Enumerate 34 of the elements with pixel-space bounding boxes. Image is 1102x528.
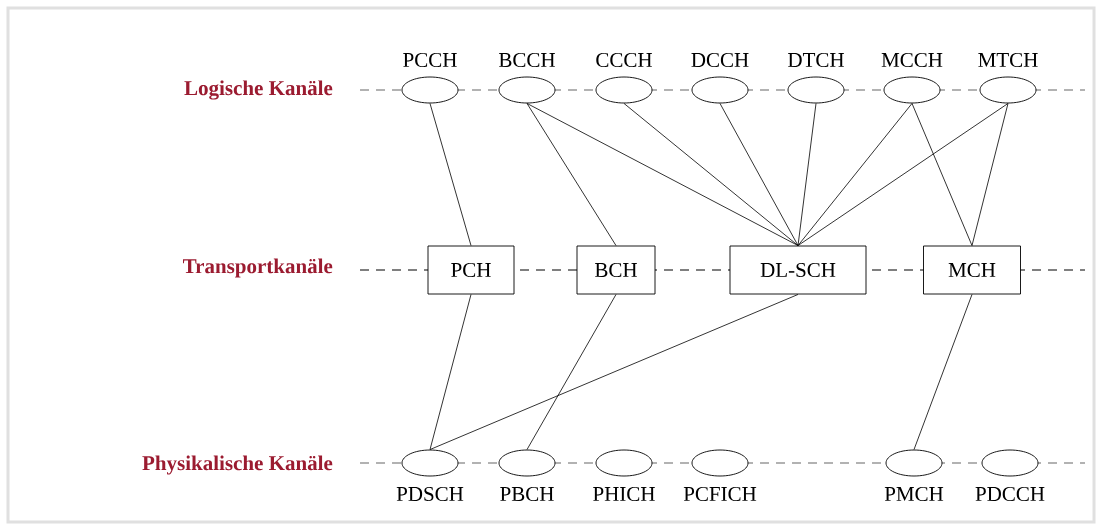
connector-line: [797, 103, 1009, 246]
connector-line: [911, 103, 973, 246]
connector-line: [429, 103, 472, 246]
connector-line: [429, 294, 799, 450]
channel-box: DL-SCH: [729, 245, 867, 295]
channel-box: PCH: [427, 245, 515, 295]
row-label: Physikalische Kanäle: [142, 455, 333, 475]
node-label: PBCH: [500, 486, 554, 502]
node-label: PHICH: [593, 486, 655, 502]
node-label: PMCH: [884, 486, 944, 502]
node-label: DTCH: [788, 52, 844, 68]
connector-line: [797, 103, 913, 246]
connector-line: [526, 103, 617, 246]
connector-line: [913, 294, 973, 450]
connector-line: [429, 294, 472, 450]
node-label: DCCH: [691, 52, 749, 68]
node-label: PCCH: [403, 52, 457, 68]
connector-line: [797, 103, 817, 246]
connector-line: [526, 103, 799, 246]
connector-line: [623, 103, 799, 246]
node-label: PDSCH: [396, 486, 464, 502]
row-label: Transportkanäle: [183, 258, 333, 278]
channel-box: BCH: [576, 245, 656, 295]
node-label: MCCH: [881, 52, 943, 68]
node-label: CCCH: [596, 52, 652, 68]
node-label: MTCH: [978, 52, 1038, 68]
row-label: Logische Kanäle: [184, 80, 333, 100]
node-label: BCCH: [499, 52, 555, 68]
channel-box: MCH: [923, 245, 1021, 295]
connector-line: [526, 294, 617, 450]
node-label: PDCCH: [975, 486, 1045, 502]
node-label: PCFICH: [683, 486, 757, 502]
connector-line: [971, 103, 1009, 246]
connector-line: [719, 103, 799, 246]
